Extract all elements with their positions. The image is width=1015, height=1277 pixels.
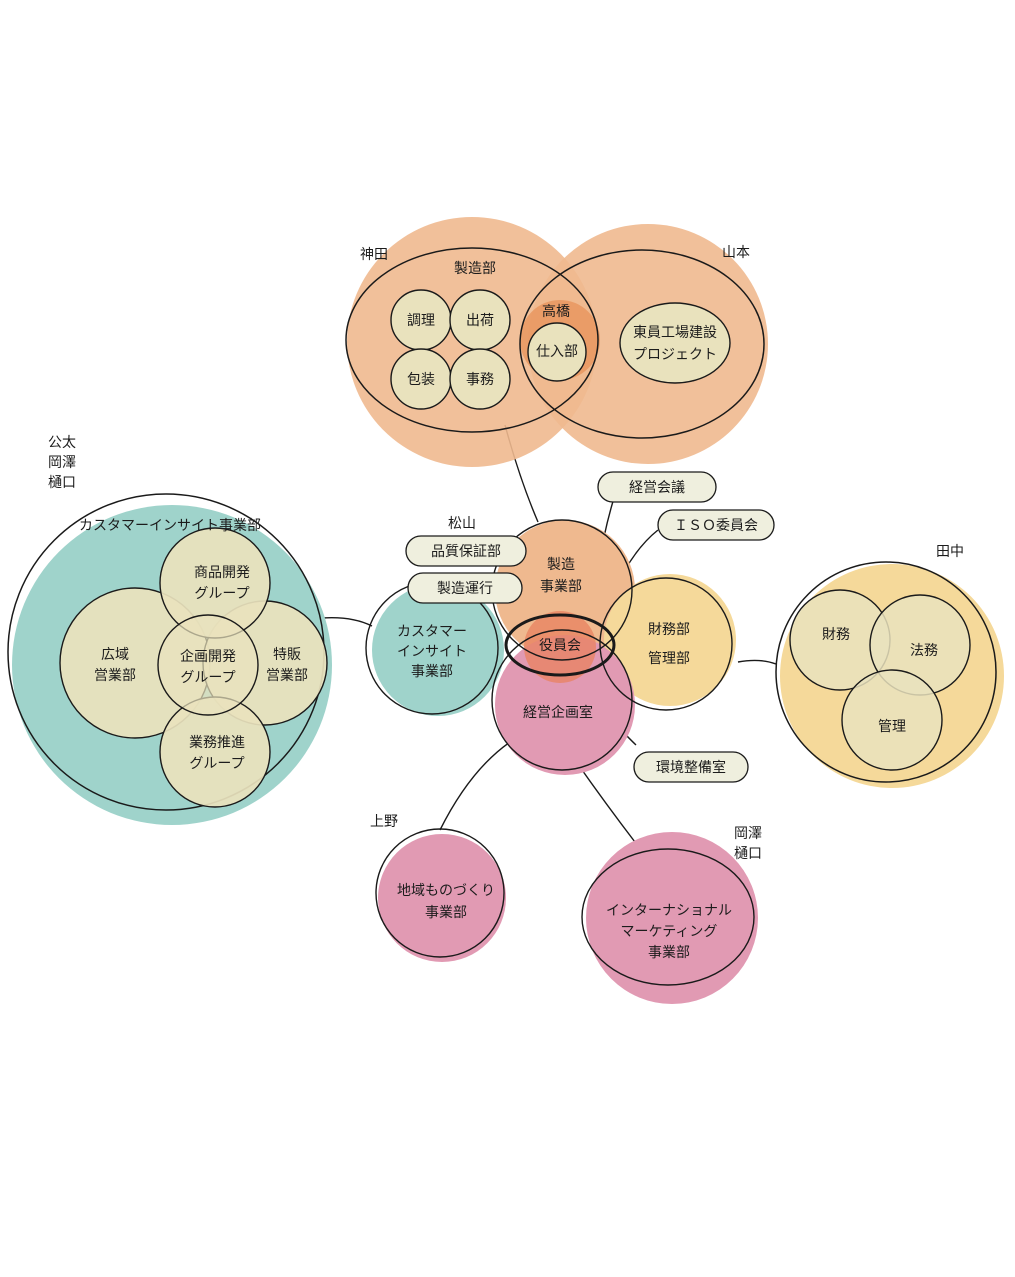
tokuhan-label-1: 特販 — [273, 647, 301, 663]
mfg-div-label-2: 事業部 — [540, 579, 582, 595]
mfg-ops-pill — [407, 572, 523, 604]
executive-fill — [524, 611, 596, 683]
fin-div-circle — [599, 577, 733, 711]
international-label-2: マーケティング — [621, 924, 718, 940]
mgmt-meeting-label: 経営会議 — [629, 479, 685, 496]
regional-label-2: 事業部 — [425, 905, 467, 921]
kikaku-circle — [157, 614, 259, 716]
zaimu-label: 財務 — [822, 627, 850, 643]
higuchi2-label: 樋口 — [734, 846, 762, 862]
shiire-label: 仕入部 — [536, 344, 578, 360]
finance-cluster: 田中 財務 法務 管理 — [775, 544, 1004, 788]
hoso-label: 包装 — [407, 372, 435, 388]
ci-div-label-2: インサイト — [397, 644, 467, 660]
chori-label: 調理 — [407, 313, 435, 329]
yamamoto-label: 山本 — [722, 245, 750, 261]
ueno-label: 上野 — [370, 814, 398, 830]
ci-div-label-1: カスタマー — [397, 624, 467, 640]
ci-title: カスタマーインサイト事業部 — [79, 518, 261, 534]
international-fill — [586, 832, 758, 1004]
mfg-div-label-1: 製造 — [547, 557, 575, 573]
international-cluster: 岡澤 樋口 インターナショナル マーケティング 事業部 — [581, 826, 762, 1004]
corp-planning-circle — [491, 629, 633, 771]
regional-circle — [375, 828, 505, 958]
kanda-label: 神田 — [360, 247, 388, 263]
gyomu-label-2: グループ — [189, 756, 244, 772]
line-ci-to-center — [321, 616, 373, 627]
line-finance-to-right — [737, 659, 777, 665]
project-label-2: プロジェクト — [633, 347, 717, 363]
matsuyama-label: 松山 — [448, 516, 476, 532]
finance-big-circle — [775, 561, 997, 783]
corp-planning-label: 経営企画室 — [523, 704, 593, 721]
mfg-ops-label: 製造運行 — [437, 581, 493, 597]
iso-label: ＩＳＯ委員会 — [674, 518, 758, 534]
line-center-to-regional — [439, 741, 511, 831]
kanri-label: 管理 — [878, 719, 906, 735]
iso-pill — [657, 509, 775, 541]
international-label-1: インターナショナル — [606, 903, 732, 919]
kikaku-label-2: グループ — [180, 670, 235, 686]
jimu-circle — [449, 348, 511, 410]
center-cluster: 松山 品質保証部 製造運行 製造 事業部 カスタマー インサイト 事業部 役員会… — [365, 471, 775, 783]
fin-div-fill — [604, 574, 736, 706]
quality-label: 品質保証部 — [431, 544, 501, 560]
shohin-label-2: グループ — [194, 586, 249, 602]
env-pill — [633, 751, 749, 783]
international-circle — [581, 848, 755, 986]
project-label-1: 東員工場建設 — [633, 325, 717, 341]
tokuhan-label-2: 営業部 — [266, 668, 308, 684]
international-label-3: 事業部 — [648, 945, 690, 961]
okazawa-label: 岡澤 — [48, 455, 76, 471]
ci-div-label-3: 事業部 — [411, 664, 453, 680]
koiki-label-2: 営業部 — [94, 668, 136, 684]
tanaka-label: 田中 — [936, 544, 964, 560]
shukka-label: 出荷 — [466, 313, 494, 329]
manufacturing-title: 製造部 — [454, 261, 496, 277]
kanri-circle — [841, 669, 943, 771]
koiki-label-1: 広域 — [101, 647, 129, 663]
ci-div-fill — [372, 584, 504, 716]
takahashi-label: 高橋 — [542, 303, 570, 320]
shiire-circle — [527, 322, 587, 382]
gyomu-label-1: 業務推進 — [189, 735, 245, 751]
mgmt-meeting-pill — [597, 471, 717, 503]
project-circle — [619, 302, 731, 384]
regional-cluster: 上野 地域ものづくり 事業部 — [370, 814, 506, 962]
fin-div-label-2: 管理部 — [648, 651, 690, 667]
yamamoto-circle — [519, 249, 765, 439]
manufacturing-circle — [345, 247, 599, 433]
regional-fill — [378, 834, 506, 962]
okazawa2-label: 岡澤 — [734, 826, 762, 842]
higuchi-label: 樋口 — [48, 475, 76, 491]
env-label: 環境整備室 — [656, 759, 726, 776]
customer-insight-cluster: 公太 岡澤 樋口 カスタマーインサイト事業部 商品開発 グループ 広域 営業部 … — [7, 435, 332, 825]
kikaku-label-1: 企画開発 — [180, 648, 236, 665]
shohin-label-1: 商品開発 — [194, 565, 250, 581]
executive-circle — [504, 613, 616, 677]
regional-label-1: 地域ものづくり — [397, 883, 495, 899]
manufacturing-cluster: 神田 山本 製造部 調理 出荷 包装 事務 高橋 仕入部 東員工場建設 プロジェ… — [345, 217, 768, 467]
fin-div-label-1: 財務部 — [648, 622, 690, 638]
homu-label: 法務 — [910, 643, 938, 659]
quality-pill — [405, 535, 527, 567]
kota-label: 公太 — [48, 435, 76, 451]
executive-label: 役員会 — [539, 638, 581, 654]
jimu-label: 事務 — [466, 372, 494, 388]
